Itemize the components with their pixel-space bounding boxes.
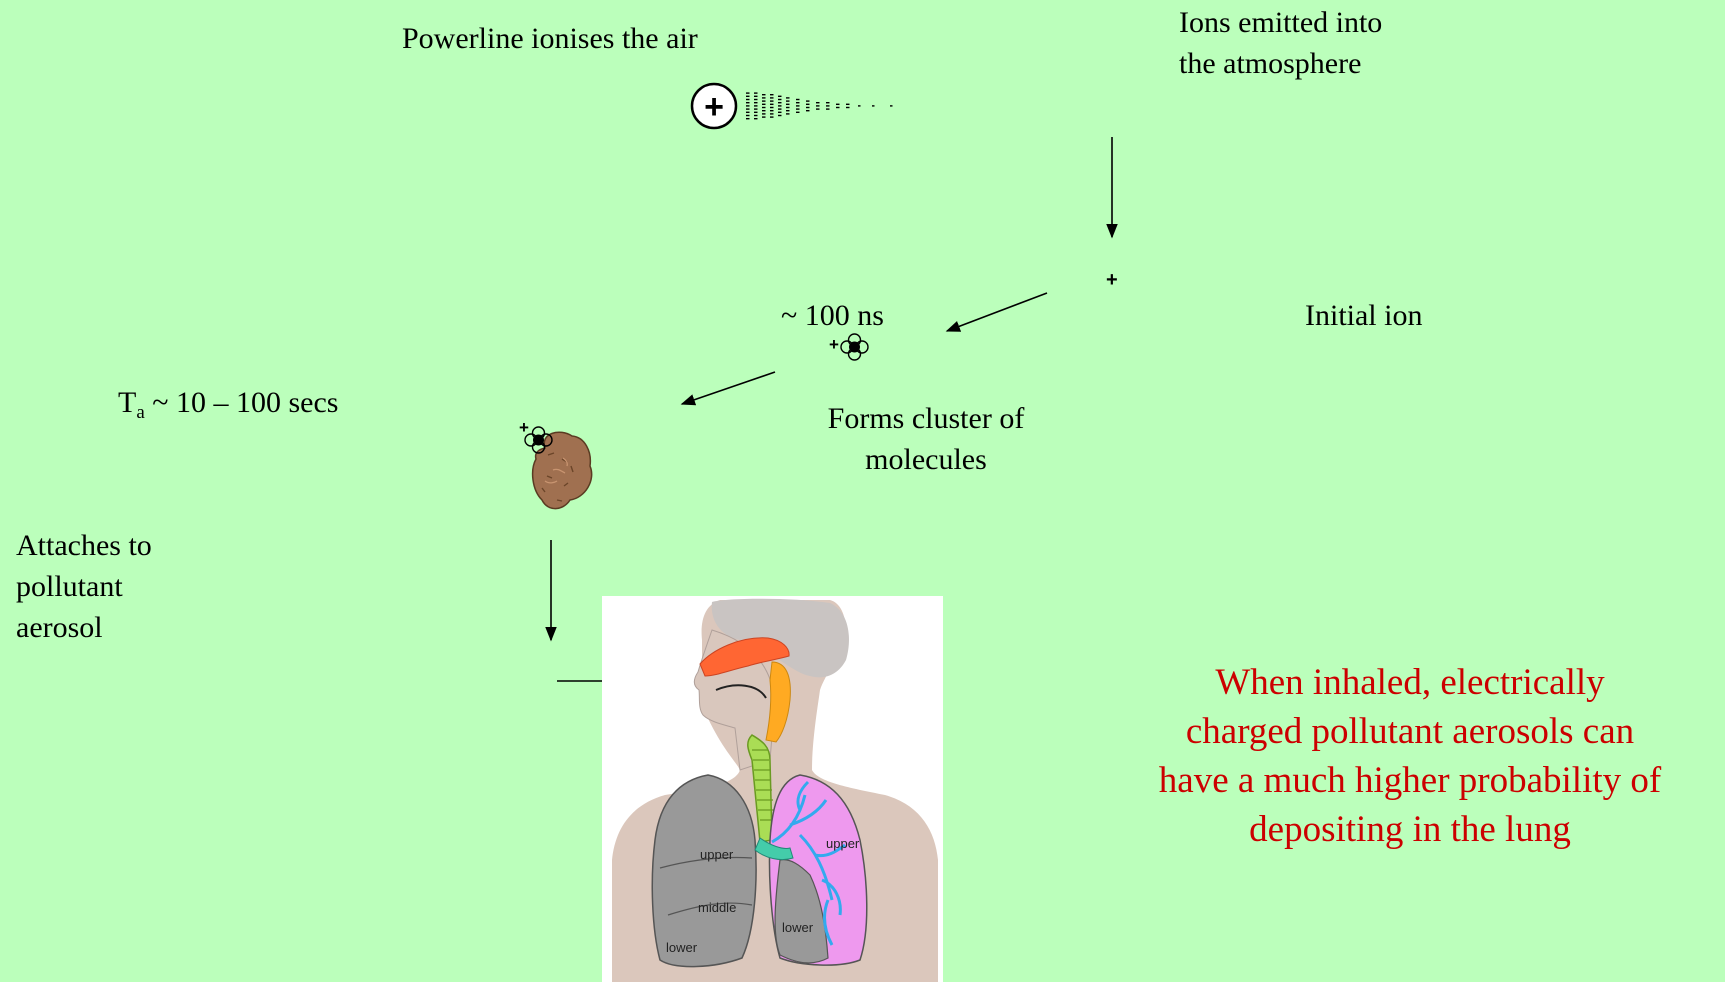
ion-dot [816,102,820,103]
ion-dot [816,105,820,106]
ion-dot [786,97,790,98]
lung-label-right-upper: upper [826,836,860,851]
ion-dot [754,118,758,119]
ion-dot [826,102,830,103]
ion-dot [762,97,766,98]
attached-cluster-plus: + [519,418,529,437]
ion-dot [754,96,758,97]
ion-dot [786,113,790,114]
ion-dot [796,99,800,100]
respiratory-system-illustration: upper middle lower upper lower [602,596,943,982]
ion-dot [746,92,750,93]
ion-dot [796,105,800,106]
initial-ion-plus: + [1106,269,1118,291]
powerline-icon: + [692,84,736,128]
ion-dot [806,110,810,111]
cluster-plus: + [829,335,839,354]
ion-dot [754,92,758,93]
ion-dot [806,100,810,101]
ion-dot [826,105,830,106]
ion-dot [770,94,774,95]
ion-dot [762,113,766,114]
ion-dot [770,113,774,114]
ion-dot [754,112,758,113]
ion-dot [746,118,750,119]
ion-dot [770,97,774,98]
ion-dot [746,105,750,106]
ion-dot [778,99,782,100]
ion-dot [778,105,782,106]
ion-dot [770,110,774,111]
ion-dot [786,107,790,108]
ion-dot [796,102,800,103]
ion-dot [778,108,782,109]
ion-dot [762,100,766,101]
ion-dot [816,108,820,109]
ion-dot [826,108,830,109]
ion-dot [754,105,758,106]
ion-dot [796,112,800,113]
ion-dot [754,102,758,103]
ion-dot [778,112,782,113]
ion-dot [786,100,790,101]
ion-dot [786,110,790,111]
ion-dot [786,104,790,105]
lung-label-left-upper: upper [700,847,734,862]
lung-label-right-lower: lower [782,920,814,935]
powerline-plus-sign: + [704,88,724,126]
ion-dot [746,115,750,116]
ion-dot [746,99,750,100]
pollutant-aerosol-icon: + [519,418,592,509]
ion-dot [770,107,774,108]
ion-dot [836,107,840,108]
ion-dot [746,102,750,103]
ion-dot [778,96,782,97]
ion-dot [754,115,758,116]
ion-dot [796,108,800,109]
ion-dot [806,104,810,105]
ion-dot [762,94,766,95]
emitted-ions-icon [746,92,893,119]
ion-dot [846,107,850,108]
ion-dot [762,116,766,117]
ion-dot [858,105,861,106]
ion-dot [746,108,750,109]
ion-dot [770,104,774,105]
ion-dot [778,102,782,103]
lung-label-left-lower: lower [666,940,698,955]
ion-dot [746,112,750,113]
arrow-to-aerosol [682,372,775,404]
ion-dot [890,105,893,106]
molecule-cluster-icon: + [829,334,868,360]
ion-dot [762,104,766,105]
ion-dot [806,107,810,108]
ion-dot [762,110,766,111]
ion-dot [846,104,850,105]
ion-dot [754,99,758,100]
ion-dot [836,104,840,105]
ion-dot [872,105,875,106]
ion-dot [754,108,758,109]
ion-dot [770,116,774,117]
ion-dot [770,100,774,101]
arrow-to-cluster [947,293,1047,331]
ion-dot [778,115,782,116]
ion-dot [762,107,766,108]
lung-label-left-middle: middle [698,900,736,915]
ion-dot [746,96,750,97]
